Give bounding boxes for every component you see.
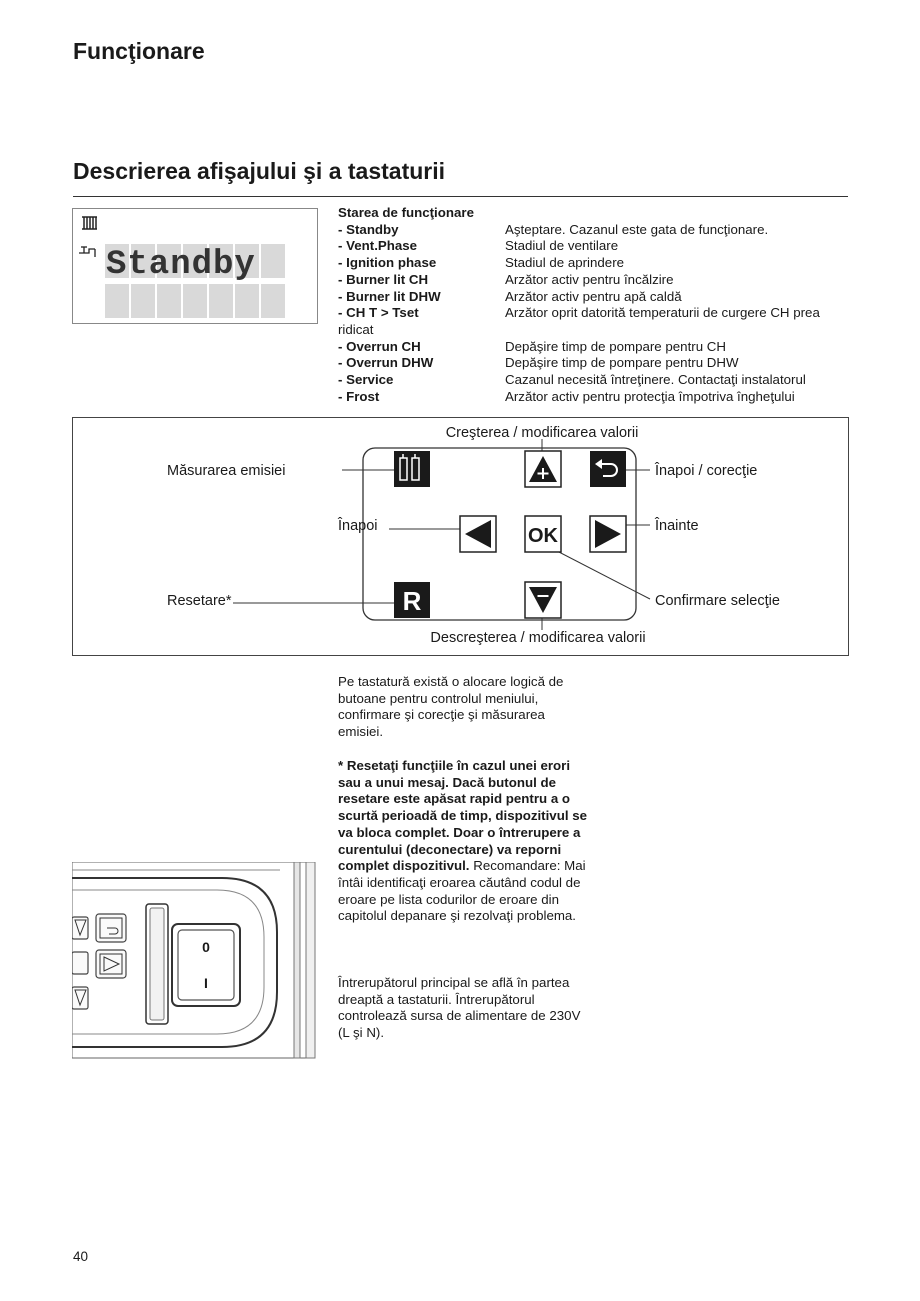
status-desc: Depăşire timp de pompare pentru CH: [505, 338, 726, 354]
section-divider: [73, 196, 848, 197]
tap-icon: [79, 246, 96, 257]
down-button-icon: [524, 581, 562, 619]
keypad-frame: [362, 447, 637, 621]
lcd-illustration: Standby: [79, 216, 285, 318]
page-number: 40: [73, 1249, 89, 1264]
status-row: - Overrun DHW Depăşire timp de pompare pe…: [338, 355, 848, 372]
status-desc: Stadiul de aprindere: [505, 255, 625, 271]
status-continuation: ridicat: [338, 321, 374, 337]
radiator-icon: [82, 216, 97, 230]
status-desc: Stadiul de ventilare: [505, 238, 619, 254]
control-panel-photo: 0 I: [72, 862, 316, 1059]
keypad-illustration: OK R Creşterea / modificarea valorii Măs…: [167, 425, 780, 646]
lcd-text: Standby: [106, 246, 256, 284]
ok-button-icon: OK: [524, 515, 562, 553]
status-row: - Overrun CH Depăşire timp de pompare pen…: [338, 339, 848, 356]
ok-label: OK: [528, 525, 559, 547]
status-key: - Standby: [338, 221, 399, 237]
status-key: - Overrun CH: [338, 338, 421, 354]
control-panel-illustration: 0 I: [72, 862, 316, 1059]
reset-warning-paragraph: * Resetaţi funcţiile în cazul unei erori…: [338, 758, 588, 925]
status-row: - Vent.Phase Stadiul de ventilare: [338, 238, 848, 255]
status-key: - Burner lit CH: [338, 271, 429, 287]
undo-button-icon: [590, 451, 626, 487]
reset-button-icon: R: [394, 582, 430, 618]
status-list: Starea de funcţionare - Standby Aşteptare…: [338, 205, 848, 405]
leader-lines: [233, 439, 651, 630]
reset-warning-bold: * Resetaţi funcţiile în cazul unei erori…: [338, 758, 588, 874]
label-emissions: Măsurarea emisiei: [167, 463, 285, 479]
status-desc: Arzător activ pentru apă caldă: [505, 288, 682, 304]
status-desc: Arzător activ pentru protecţia împotriva…: [505, 388, 795, 404]
status-row: - Standby Aşteptare. Cazanul este gata de…: [338, 222, 848, 239]
label-down: Descreşterea / modificarea valorii: [430, 630, 645, 646]
label-forward: Înainte: [654, 517, 699, 534]
lcd-segments-row-1: [105, 244, 285, 278]
status-row: - Burner lit CH Arzător activ pentru încă…: [338, 272, 848, 289]
lcd-segments-row-2: [105, 284, 285, 318]
left-button-icon: [459, 515, 497, 553]
switch-label-1: I: [204, 975, 208, 991]
status-desc: Depăşire timp de pompare pentru DHW: [505, 355, 739, 371]
status-title: Starea de funcţionare: [338, 205, 474, 220]
reset-label: R: [403, 586, 422, 616]
keypad-diagram: OK R Creşterea / modificarea valorii Măs…: [72, 417, 849, 656]
main-switch-paragraph: Întrerupătorul principal se află în part…: [338, 975, 581, 1041]
status-desc: Arzător oprit datorită temperaturii de c…: [505, 305, 820, 321]
lcd-display: Standby: [72, 208, 318, 324]
intro-paragraph: Pe tastatură există o alocare logică de …: [338, 674, 564, 740]
status-key: - Ignition phase: [338, 255, 437, 271]
label-up: Creşterea / modificarea valorii: [446, 425, 639, 441]
status-row: - Burner lit DHW Arzător activ pentru apă…: [338, 289, 848, 306]
label-back: Înapoi: [337, 517, 378, 534]
up-button-icon: [524, 450, 562, 488]
status-key: - Service: [338, 372, 394, 388]
status-row: - Frost Arzător activ pentru protecţia îm…: [338, 389, 848, 406]
status-desc: Aşteptare. Cazanul este gata de funcţion…: [505, 221, 769, 237]
status-key: - Frost: [338, 388, 380, 404]
page-heading: Funcţionare: [73, 38, 205, 64]
section-heading: Descrierea afişajului şi a tastaturii: [73, 158, 446, 184]
status-desc: Cazanul necesită întreţinere. Contactaţi…: [505, 372, 806, 388]
label-back-correct: Înapoi / corecţie: [654, 462, 757, 479]
status-desc: Arzător activ pentru încălzire: [505, 271, 674, 287]
status-key: - Burner lit DHW: [338, 288, 441, 304]
emissions-button-icon: [394, 451, 430, 487]
reset-warning-recommendation: Recomandare: Mai întâi identificaţi eroa…: [338, 858, 586, 924]
status-row: - CH T > Tset Arzător oprit datorită temp…: [338, 305, 848, 322]
status-key: - Overrun DHW: [338, 355, 434, 371]
right-button-icon: [589, 515, 627, 553]
status-row: - Service Cazanul necesită întreţinere. C…: [338, 372, 848, 389]
label-reset: Resetare*: [167, 593, 232, 609]
status-key: - Vent.Phase: [338, 238, 418, 254]
label-confirm: Confirmare selecţie: [655, 593, 780, 609]
switch-label-0: 0: [202, 939, 210, 955]
status-key: - CH T > Tset: [338, 305, 419, 321]
status-row: - Ignition phase Stadiul de aprindere: [338, 255, 848, 272]
